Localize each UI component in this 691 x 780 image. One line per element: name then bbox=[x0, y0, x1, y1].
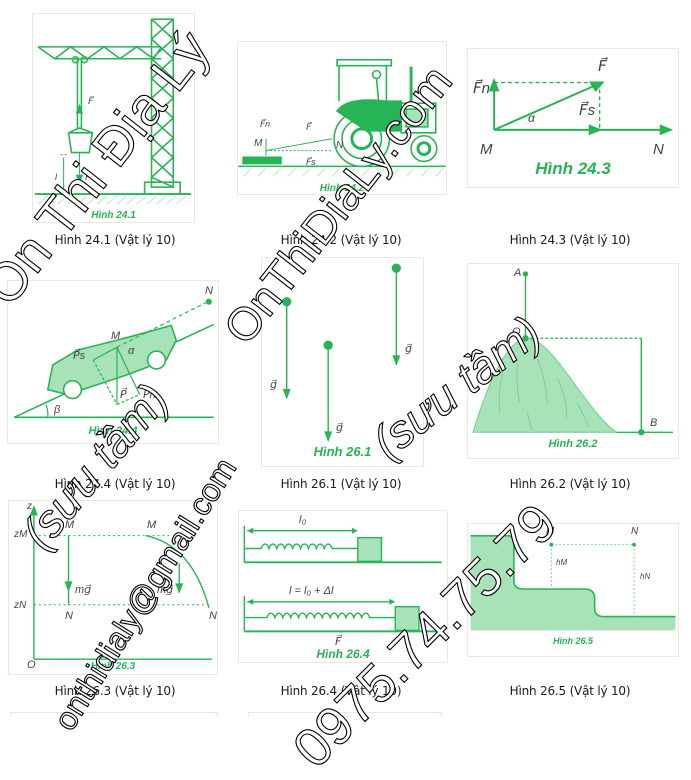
figure-caption: Hình 24.4 (Vật lý 10) bbox=[54, 477, 176, 491]
figure-caption: Hình 24.1 (Vật lý 10) bbox=[54, 233, 176, 247]
force-decomposition-diagram bbox=[488, 77, 674, 136]
figure-caption: Hình 26.3 (Vật lý 10) bbox=[54, 684, 176, 698]
next-figure-frame bbox=[10, 712, 218, 717]
hm-label: hM bbox=[556, 558, 568, 567]
figure-caption: Hình 24.2 (Vật lý 10) bbox=[280, 233, 402, 247]
gravity-vectors-diagram bbox=[282, 263, 401, 442]
m-label: M bbox=[65, 519, 75, 531]
m-label: M bbox=[111, 330, 121, 342]
l0-label: l₀ bbox=[299, 514, 307, 526]
figure-24-4: N M P⃗s α P⃗ P⃗n β Hình 24.4 bbox=[7, 280, 219, 444]
figure-26-4: l₀ l = l₀ + Δl F⃗ Hình 26.4 bbox=[238, 510, 448, 663]
g-label: g⃗ bbox=[336, 422, 343, 434]
tractor-diagram bbox=[238, 58, 446, 177]
n-label: N bbox=[65, 610, 73, 622]
m-label: M bbox=[254, 138, 263, 149]
figure-title: Hình 24.2 bbox=[319, 183, 365, 194]
figure-caption: Hình 26.5 (Vật lý 10) bbox=[509, 684, 631, 698]
zn-label: zN bbox=[14, 600, 27, 611]
fs-label: F⃗s bbox=[306, 157, 316, 167]
g-label: g⃗ bbox=[405, 343, 412, 355]
weight-label: P⃗ bbox=[85, 172, 91, 182]
figure-title: Hình 24.3 bbox=[535, 159, 611, 178]
m-label: M bbox=[546, 526, 555, 537]
car-on-slope-diagram bbox=[13, 298, 215, 419]
figure-26-2: A O B Hình 26.2 bbox=[467, 263, 679, 459]
figure-title: Hình 26.2 bbox=[548, 438, 598, 450]
figure-title: Hình 26.3 bbox=[90, 661, 136, 672]
figure-24-1: F⃗ P⃗ l Hình 24.1 bbox=[32, 13, 195, 223]
spring-diagram bbox=[243, 525, 442, 633]
fs-label: F⃗s bbox=[579, 102, 596, 119]
o-label: O bbox=[27, 659, 36, 671]
crane-diagram bbox=[34, 18, 192, 205]
figure-26-5: M N hM hN Hình 26.5 bbox=[467, 523, 679, 657]
figure-caption: Hình 26.1 (Vật lý 10) bbox=[280, 477, 402, 491]
figure-24-3: F⃗n F⃗ F⃗s α M N Hình 24.3 bbox=[467, 48, 679, 188]
force-label: F⃗ bbox=[88, 96, 94, 106]
b-label: B bbox=[650, 417, 658, 429]
beta-label: β bbox=[54, 404, 61, 416]
figure-caption: Hình 24.3 (Vật lý 10) bbox=[509, 233, 631, 247]
next-figure-frame bbox=[248, 712, 442, 717]
m-label: M bbox=[147, 519, 157, 531]
l-formula-label: l = l₀ + Δl bbox=[289, 585, 334, 597]
z-label: z bbox=[27, 501, 32, 512]
g-label: g⃗ bbox=[270, 379, 277, 391]
alpha-label: α bbox=[528, 111, 535, 125]
figure-title: Hình 24.1 bbox=[91, 210, 136, 221]
n-label: N bbox=[653, 141, 664, 158]
f-label: F⃗ bbox=[598, 58, 607, 75]
fn-label: F⃗n bbox=[473, 80, 490, 97]
ps-label: P⃗s bbox=[73, 350, 86, 362]
hill-diagram bbox=[472, 271, 673, 436]
fn-label: F⃗n bbox=[260, 119, 271, 129]
n-label: N bbox=[336, 140, 344, 151]
a-label: A bbox=[514, 267, 522, 279]
figure-title: Hình 26.4 bbox=[316, 647, 370, 661]
m-label: M bbox=[480, 141, 493, 158]
mg-label: mg⃗ bbox=[157, 584, 174, 596]
hn-label: hN bbox=[640, 572, 651, 581]
f-label: F⃗ bbox=[306, 122, 312, 132]
figure-caption: Hình 26.2 (Vật lý 10) bbox=[509, 477, 631, 491]
n-label: N bbox=[631, 526, 639, 537]
mg-label: mg⃗ bbox=[75, 584, 92, 596]
alpha-label: α bbox=[128, 345, 135, 357]
length-label: l bbox=[55, 172, 57, 182]
figure-caption: Hình 26.4 (Vật lý 10) bbox=[280, 684, 402, 698]
n-label: N bbox=[205, 285, 213, 297]
figure-24-2: F⃗n F⃗ F⃗s M N Hình 24.2 bbox=[237, 41, 447, 195]
pn-label: P⃗n bbox=[143, 389, 156, 401]
n-label: N bbox=[209, 610, 217, 622]
o-label: O bbox=[512, 326, 521, 338]
figure-26-1: g⃗ g⃗ g⃗ Hình 26.1 bbox=[261, 257, 424, 467]
f-label: F⃗ bbox=[335, 636, 342, 648]
p-label: P⃗ bbox=[120, 389, 127, 401]
figure-title: Hình 26.1 bbox=[313, 444, 372, 459]
figure-title: Hình 24.4 bbox=[88, 425, 138, 437]
zm-label: zM bbox=[14, 529, 28, 540]
height-axis-diagram bbox=[29, 504, 212, 660]
figure-26-3: z zM zN O M M N N mg⃗ mg⃗ Hình 26.3 bbox=[8, 500, 218, 675]
figure-title: Hình 26.5 bbox=[552, 636, 593, 646]
terrain-diagram bbox=[470, 535, 676, 631]
